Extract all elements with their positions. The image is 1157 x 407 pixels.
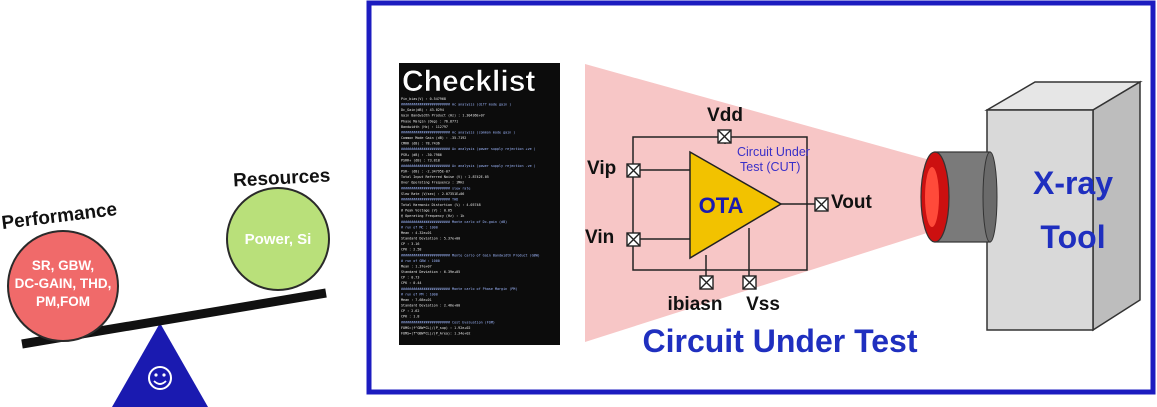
cut-label-line2: Test (CUT): [740, 160, 800, 174]
smiley-face-icon: [148, 366, 172, 390]
performance-title: Performance: [0, 199, 118, 234]
resources-item: Power, Si: [245, 231, 312, 248]
vout-label: Vout: [831, 192, 872, 213]
checklist-line: Mean : 7.68e+01: [401, 298, 432, 302]
checklist-line: ######################## slew rate: [401, 186, 470, 190]
checklist-line: @ Operating Frequency (Hz) : 1k: [401, 214, 464, 218]
checklist-line: Slew Rate (V/sec) : 2.07351E+06: [401, 192, 464, 196]
checklist-line: Common Mode Gain (dB) : -35.7192: [401, 136, 466, 140]
pin-vdd: [717, 129, 732, 144]
checklist-line: Over Operating Frequency : 1MHz: [401, 181, 464, 185]
checklist-line: @ Peak Voltage (V) : 0.65: [401, 209, 452, 213]
checklist-line: Standard Deviation : 2.46e+00: [401, 304, 460, 308]
checklist-line: PSR+ (dB) : -30.7986: [401, 153, 442, 157]
checklist-line: # run of GBW : 1000: [401, 259, 440, 263]
ibias-label: ibiasn: [668, 294, 723, 315]
checklist-line: ######################## THD: [401, 197, 458, 201]
vss-label: Vss: [746, 294, 780, 315]
checklist-line: ######################## Ac analysis (po…: [401, 147, 536, 151]
resources-ball: [226, 187, 330, 291]
pin-vss: [742, 275, 757, 290]
checklist-line: # run of PM : 1000: [401, 292, 438, 296]
xray-label-line2: Tool: [1040, 219, 1105, 255]
cut-panel: Checklist Pin_bias(V) : 0.547968 ########…: [366, 0, 1156, 395]
vip-label: Vip: [587, 158, 616, 179]
pin-vout: [814, 197, 829, 212]
vin-label: Vin: [585, 227, 614, 248]
checklist-line: # run of MC : 1000: [401, 225, 438, 229]
vdd-label: Vdd: [707, 105, 743, 126]
checklist-line: CP : 0.73: [401, 276, 419, 280]
checklist-line: Gain Bandwidth Product (Hz) : 1.30436E+0…: [401, 114, 485, 118]
pin-vin: [626, 232, 641, 247]
performance-item-3: PM,FOM: [36, 294, 90, 309]
checklist-line: FOMS=(f^GBW*CL)/(P_Area): 1.34e+02: [401, 331, 470, 335]
checklist-line: ######################## Monte carlo of …: [401, 220, 507, 224]
checklist-line: CP : 3.16: [401, 242, 419, 246]
checklist-line: Standard Deviation : 6.39e+05: [401, 270, 460, 274]
checklist-line: CP : 2.62: [401, 309, 419, 313]
pin-terminals: [626, 129, 829, 290]
checklist-line: ######################## Monte carlo of …: [401, 253, 540, 257]
resources-title: Resources: [233, 165, 331, 191]
checklist-line: Dc_Gain(dB) : 43.0294: [401, 108, 444, 112]
circuit-under-test-title: Circuit Under Test: [643, 323, 918, 359]
checklist-line: CPK : 2.58: [401, 248, 421, 252]
checklist-line: ######################## Cost Evaluation…: [401, 320, 495, 324]
checklist-line: Pin_bias(V) : 0.547968: [401, 97, 446, 101]
checklist-line: CPK : 1.8: [401, 315, 419, 319]
performance-ball: [7, 230, 119, 342]
checklist-line: Mean : 1.37e+07: [401, 264, 432, 268]
checklist-line: CMRR (dB) : 78.7436: [401, 142, 440, 146]
checklist-line: Total Harmonic Distortion (%) : 4.05748: [401, 203, 481, 207]
checklist-line: Mean : 4.32e+01: [401, 231, 432, 235]
terminal-background: [399, 63, 560, 345]
xray-tool: [920, 80, 1143, 332]
checklist-line: Bandwidth (Hz) : 112797: [401, 125, 448, 129]
checklist-line: Total Input Referred Noise (V) : 2.8742E…: [401, 175, 489, 179]
pin-vip: [626, 163, 641, 178]
checklist-line: ######################## Ac analysis (po…: [401, 164, 536, 168]
cut-label-line1: Circuit Under: [737, 145, 810, 159]
checklist-lines: Pin_bias(V) : 0.547968 ##################…: [401, 97, 540, 335]
checklist-terminal: Checklist Pin_bias(V) : 0.547968 ########…: [399, 63, 560, 345]
checklist-line: FOMS=(f^GBW*CL)/(P_sup) : 1.92e+02: [401, 326, 470, 330]
checklist-line: ######################## Ac analysis (di…: [401, 103, 511, 107]
checklist-line: ######################## Monte carlo of …: [401, 287, 517, 291]
checklist-line: Phase Margin (Deg) : 76.8771: [401, 119, 458, 123]
balance-scale: Performance SR, GBW, DC-GAIN, THD, PM,FO…: [0, 165, 331, 407]
xray-label-line1: X-ray: [1033, 165, 1113, 201]
ota-amplifier: [689, 150, 783, 260]
checklist-line: PSRR+ (dB) : 73.818: [401, 158, 440, 162]
checklist-line: PSR- (dB) : -2.34795E-07: [401, 170, 450, 174]
fulcrum: [112, 323, 208, 407]
pin-ibias: [699, 275, 714, 290]
ota-label: OTA: [699, 193, 744, 218]
checklist-line: CPK : 0.44: [401, 281, 421, 285]
checklist-line: ######################## Ac analysis (co…: [401, 130, 515, 134]
checklist-line: Standard Deviation : 5.37e+00: [401, 237, 460, 241]
performance-item-1: SR, GBW,: [32, 258, 94, 273]
checklist-title: Checklist: [402, 65, 535, 98]
performance-item-2: DC-GAIN, THD,: [15, 276, 112, 291]
